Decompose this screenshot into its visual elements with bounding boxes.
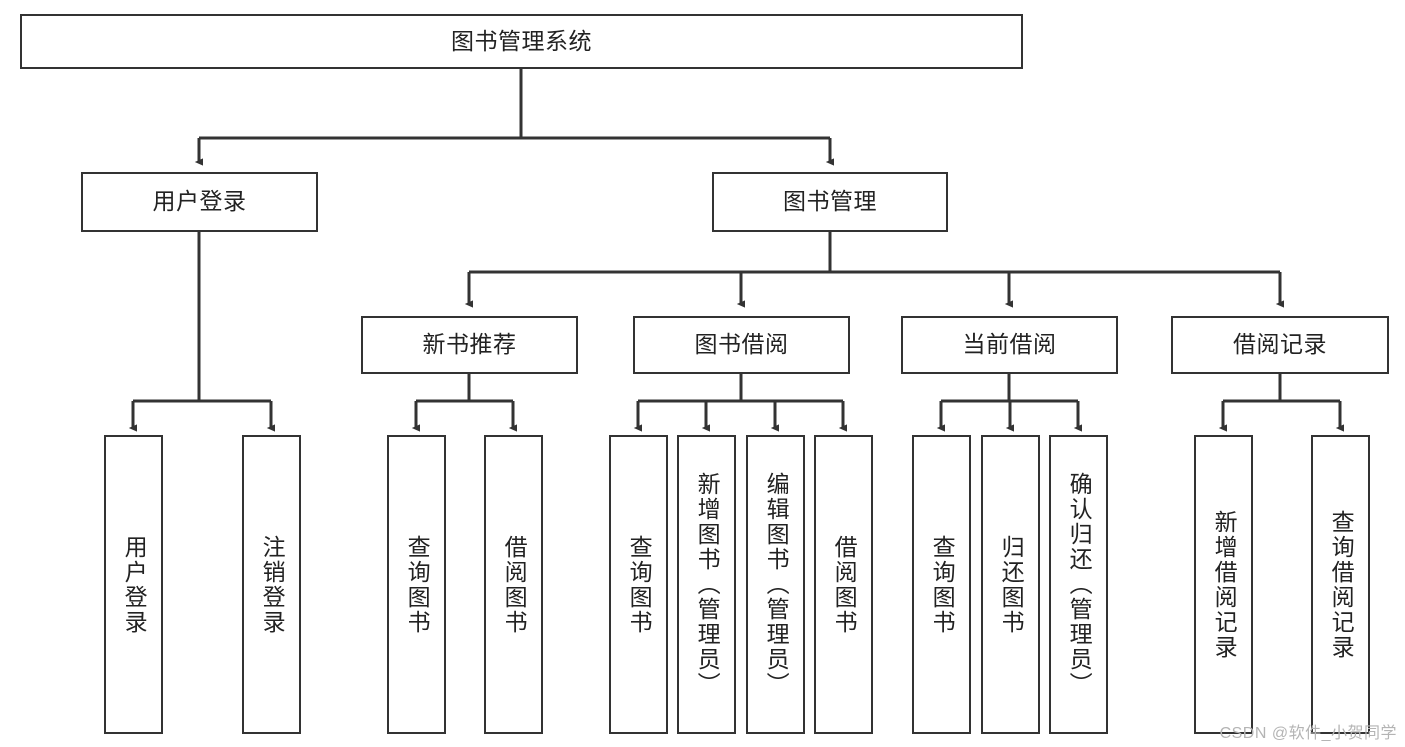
node-book-management[interactable]: 图书管理 — [712, 172, 948, 232]
leaf-book-borrow-query[interactable]: 查询图书 — [609, 435, 668, 734]
node-label: 图书管理系统 — [451, 27, 592, 54]
node-label: 确认归还（管理员） — [1066, 472, 1093, 697]
node-label: 用户登录 — [121, 534, 148, 635]
leaf-borrow-record-add[interactable]: 新增借阅记录 — [1194, 435, 1253, 734]
leaf-borrow-record-query[interactable]: 查询借阅记录 — [1311, 435, 1370, 734]
leaf-book-borrow-borrow[interactable]: 借阅图书 — [814, 435, 873, 734]
node-label: 查询图书 — [626, 534, 653, 635]
node-label: 图书借阅 — [694, 331, 789, 358]
node-label: 归还图书 — [998, 534, 1025, 635]
leaf-book-borrow-add[interactable]: 新增图书（管理员） — [677, 435, 736, 734]
node-label: 借阅图书 — [831, 534, 858, 635]
node-label: 查询图书 — [404, 534, 431, 635]
node-borrow-record[interactable]: 借阅记录 — [1171, 316, 1389, 374]
leaf-new-book-query[interactable]: 查询图书 — [387, 435, 446, 734]
leaf-user-login[interactable]: 用户登录 — [104, 435, 163, 734]
node-book-management-system[interactable]: 图书管理系统 — [20, 14, 1023, 69]
node-user-login[interactable]: 用户登录 — [81, 172, 318, 232]
node-label: 查询图书 — [929, 534, 956, 635]
node-label: 借阅记录 — [1233, 331, 1327, 358]
node-label: 编辑图书（管理员） — [763, 472, 790, 697]
leaf-current-borrow-confirm-return[interactable]: 确认归还（管理员） — [1049, 435, 1108, 734]
node-current-borrow[interactable]: 当前借阅 — [901, 316, 1118, 374]
csdn-watermark: CSDN @软件_小贺同学 — [1219, 725, 1397, 742]
leaf-book-borrow-edit[interactable]: 编辑图书（管理员） — [746, 435, 805, 734]
node-book-borrow[interactable]: 图书借阅 — [633, 316, 850, 374]
leaf-current-borrow-return[interactable]: 归还图书 — [981, 435, 1040, 734]
node-label: 新书推荐 — [422, 331, 517, 358]
leaf-user-logout[interactable]: 注销登录 — [242, 435, 301, 734]
node-label: 查询借阅记录 — [1328, 509, 1355, 660]
node-label: 图书管理 — [783, 188, 877, 215]
node-label: 当前借阅 — [962, 331, 1057, 358]
node-label: 借阅图书 — [501, 534, 528, 635]
node-label: 用户登录 — [152, 188, 247, 215]
leaf-new-book-borrow[interactable]: 借阅图书 — [484, 435, 543, 734]
node-new-book-recommend[interactable]: 新书推荐 — [361, 316, 578, 374]
node-label: 新增借阅记录 — [1211, 509, 1238, 660]
node-label: 新增图书（管理员） — [694, 472, 721, 697]
leaf-current-borrow-query[interactable]: 查询图书 — [912, 435, 971, 734]
node-label: 注销登录 — [259, 534, 286, 635]
